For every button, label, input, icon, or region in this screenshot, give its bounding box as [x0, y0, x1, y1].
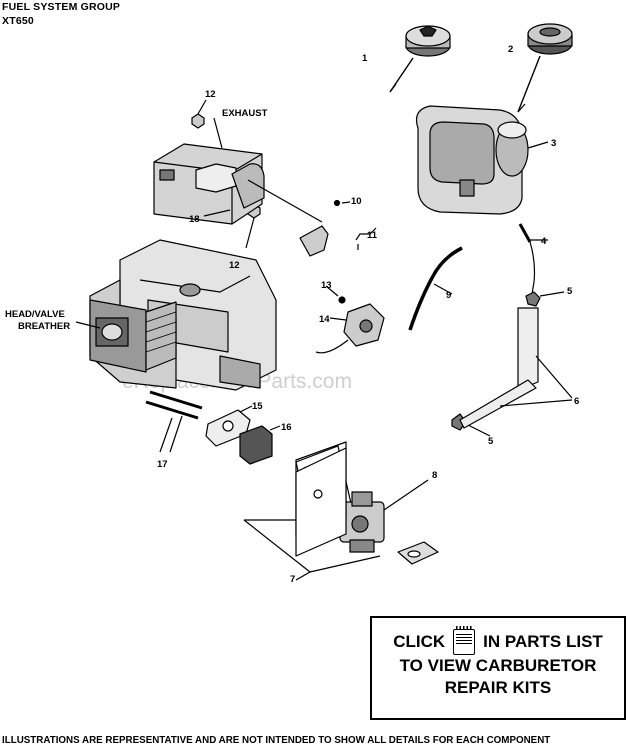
head-valve-leader — [75, 321, 101, 329]
callout-3[interactable]: 3 — [551, 138, 556, 149]
disclaimer-footer: ILLUSTRATIONS ARE REPRESENTATIVE AND ARE… — [2, 735, 551, 746]
label-head-valve: HEAD/VALVE — [5, 309, 65, 320]
label-breather: BREATHER — [18, 321, 70, 332]
part-5-hose-clamp-upper[interactable] — [525, 291, 565, 307]
part-3-fuel-tank[interactable] — [415, 105, 549, 215]
callout-14[interactable]: 14 — [319, 314, 330, 325]
part-16-insulator[interactable] — [239, 425, 281, 465]
engine-block[interactable] — [89, 239, 277, 391]
callout-9[interactable]: 9 — [446, 290, 451, 301]
callout-15[interactable]: 15 — [252, 401, 263, 412]
part-4-fuel-line[interactable] — [518, 223, 548, 295]
part-10-screw[interactable] — [333, 199, 351, 207]
callout-6[interactable]: 6 — [574, 396, 579, 407]
part-9-vent-tube[interactable] — [408, 246, 463, 331]
throttle-bracket[interactable] — [299, 225, 329, 257]
callout-13[interactable]: 13 — [321, 280, 332, 291]
callout-18[interactable]: 18 — [189, 214, 200, 225]
part-13-screw[interactable] — [325, 285, 346, 304]
parts-list-book-icon[interactable] — [453, 626, 476, 655]
callout-2[interactable]: 2 — [508, 44, 513, 55]
part-11-throttle-link[interactable] — [355, 227, 377, 250]
model-number: XT650 — [2, 15, 34, 27]
callout-5-upper[interactable]: 5 — [567, 286, 573, 297]
in-parts-list-text: IN PARTS LIST — [483, 632, 603, 651]
part-2-fuel-cap-vented[interactable] — [517, 23, 573, 113]
air-cleaner-plate[interactable] — [295, 447, 347, 557]
callout-4[interactable]: 4 — [541, 236, 547, 247]
callout-1[interactable]: 1 — [362, 53, 368, 64]
part-17-studs[interactable] — [145, 390, 203, 453]
callout-12-lower[interactable]: 12 — [229, 260, 240, 271]
callout-17[interactable]: 17 — [157, 459, 168, 470]
part-12-nut-upper[interactable] — [191, 99, 207, 129]
callout-8[interactable]: 8 — [432, 470, 437, 481]
callout-11[interactable]: 11 — [367, 230, 378, 241]
repair-kits-text: REPAIR KITS — [444, 678, 552, 697]
view-carburetor-text: TO VIEW CARBURETOR — [399, 656, 597, 675]
callout-10[interactable]: 10 — [351, 196, 362, 207]
callout-5-lower[interactable]: 5 — [488, 436, 494, 447]
diagram-title: FUEL SYSTEM GROUP — [2, 1, 121, 13]
carburetor-repair-kit-box[interactable]: CLICK IN PARTS LIST TO VIEW CARBURETOR R… — [370, 616, 626, 720]
callout-16[interactable]: 16 — [281, 422, 292, 433]
part-18-muffler-bracket[interactable] — [203, 163, 323, 223]
part-6-fuel-hose[interactable] — [459, 307, 573, 429]
part-7-gasket-kit[interactable] — [243, 519, 381, 581]
callout-12-upper[interactable]: 12 — [205, 89, 216, 100]
click-text: CLICK — [393, 632, 446, 651]
part-14-fuel-pump[interactable] — [315, 303, 385, 354]
part-1-fuel-cap[interactable] — [389, 25, 451, 93]
label-exhaust: EXHAUST — [222, 108, 268, 119]
exploded-parts-diagram: eReplacementParts.com — [5, 23, 579, 585]
callout-7[interactable]: 7 — [290, 574, 295, 585]
